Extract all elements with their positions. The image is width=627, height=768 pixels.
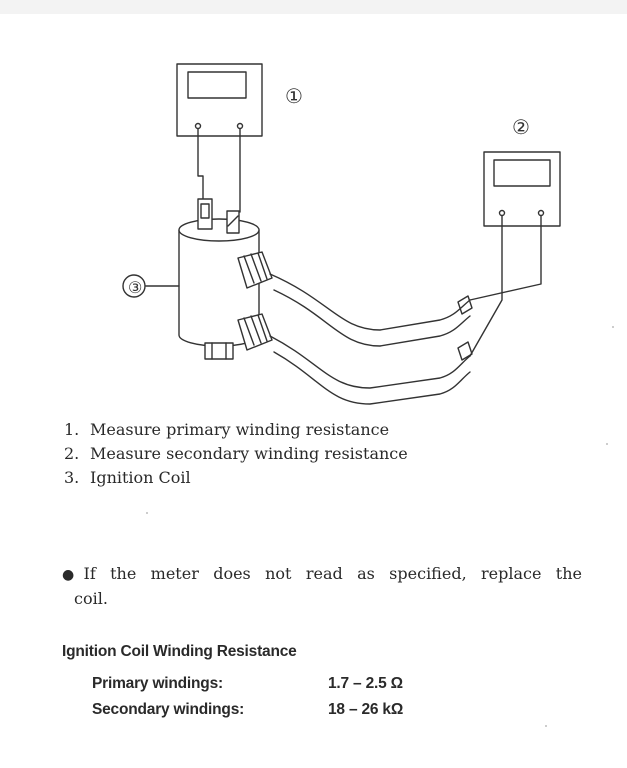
legend-number: 1. (64, 420, 80, 439)
scan-speck (612, 326, 614, 328)
high-tension-lead-lower (237, 215, 503, 405)
legend-text: Ignition Coil (90, 468, 191, 487)
note-line-1: ●If the meter does not read as specified… (62, 562, 582, 587)
meter-1 (176, 63, 263, 137)
legend-number: 2. (64, 444, 80, 463)
ignition-coil-diagram: ① ② ③ (122, 63, 561, 405)
spec-row-secondary: Secondary windings: 18 – 26 kΩ (92, 701, 403, 719)
note-text: If the meter does not read as specified,… (83, 564, 583, 583)
legend-item-3: 3. Ignition Coil (64, 466, 408, 490)
bullet-icon: ● (62, 567, 84, 583)
replacement-note: ●If the meter does not read as specified… (62, 562, 582, 611)
spec-value: 1.7 – 2.5 Ω (328, 675, 403, 692)
high-tension-lead-upper (237, 215, 542, 347)
legend-text: Measure primary winding resistance (90, 420, 390, 439)
spec-label: Primary windings: (92, 675, 223, 692)
callout-2: ② (512, 115, 530, 139)
legend-item-2: 2. Measure secondary winding resistance (64, 442, 408, 466)
callout-3: ③ (128, 278, 142, 297)
scan-speck (146, 512, 148, 514)
spec-title: Ignition Coil Winding Resistance (62, 643, 297, 660)
callout-3-ring (122, 274, 146, 298)
callout-1: ① (285, 84, 303, 108)
legend-number: 3. (64, 468, 80, 487)
spec-label: Secondary windings: (92, 701, 245, 718)
legend-item-1: 1. Measure primary winding resistance (64, 418, 408, 442)
legend-text: Measure secondary winding resistance (90, 444, 408, 463)
scan-speck (545, 725, 547, 727)
spec-value: 18 – 26 kΩ (328, 701, 404, 718)
page-top-band (0, 0, 627, 14)
primary-test-leads (197, 128, 241, 213)
legend: 1. Measure primary winding resistance 2. M… (64, 418, 408, 490)
scan-speck (606, 443, 608, 445)
meter-2 (483, 151, 561, 227)
spec-row-primary: Primary windings: 1.7 – 2.5 Ω (92, 675, 403, 693)
note-line-2: coil. (74, 589, 108, 608)
